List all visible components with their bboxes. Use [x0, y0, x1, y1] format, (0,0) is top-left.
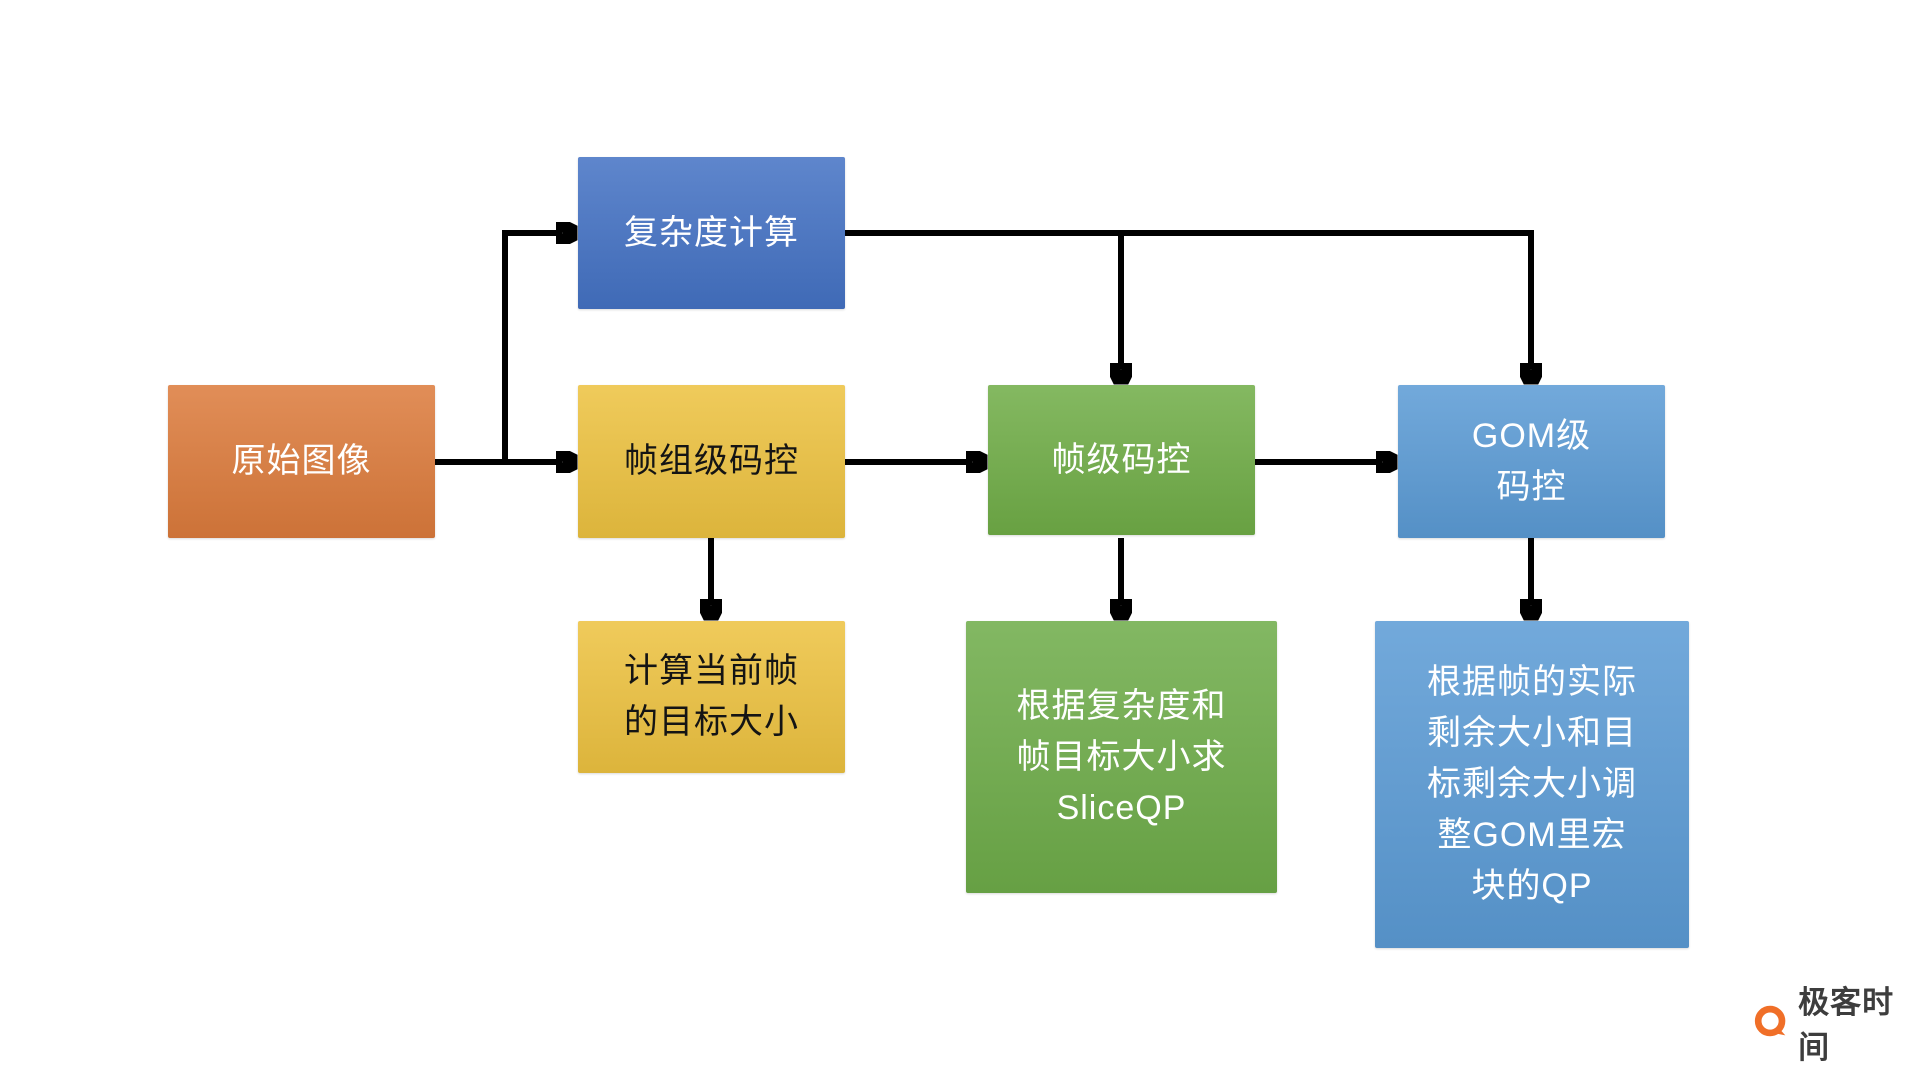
brand-logo: 极客时间 [1752, 985, 1920, 1065]
node-gop-rate-control: 帧组级码控 [578, 385, 845, 538]
node-frame-target-size: 计算当前帧 的目标大小 [578, 621, 845, 773]
node-frame-rate-control: 帧级码控 [988, 385, 1255, 535]
node-original-image-label: 原始图像 [231, 442, 372, 480]
arrow-complexity-to-gom [845, 230, 1531, 365]
node-gom-rate-control-label: GOM级 码控 [1471, 416, 1592, 506]
geektime-logo-icon [1754, 1005, 1786, 1037]
node-gop-rate-control-label: 帧组级码控 [624, 442, 799, 480]
node-frame-target-size-label: 计算当前帧 的目标大小 [624, 652, 799, 741]
node-gom-qp-adjust-label: 根据帧的实际 剩余大小和目 标剩余大小调 整GOM里宏 块的QP [1427, 663, 1637, 905]
node-slice-qp: 根据复杂度和 帧目标大小求 SliceQP [966, 621, 1277, 893]
node-complexity-calc: 复杂度计算 [578, 157, 845, 309]
node-complexity-calc-label: 复杂度计算 [624, 213, 799, 252]
node-gom-qp-adjust: 根据帧的实际 剩余大小和目 标剩余大小调 整GOM里宏 块的QP [1375, 621, 1689, 948]
node-gom-rate-control: GOM级 码控 [1398, 385, 1665, 538]
arrow-original-to-complexity [502, 233, 558, 462]
node-frame-rate-control-label: 帧级码控 [1051, 440, 1192, 479]
brand-name: 极客时间 [1798, 985, 1895, 1065]
node-original-image: 原始图像 [168, 385, 435, 538]
node-slice-qp-label: 根据复杂度和 帧目标大小求 SliceQP [1016, 686, 1227, 827]
